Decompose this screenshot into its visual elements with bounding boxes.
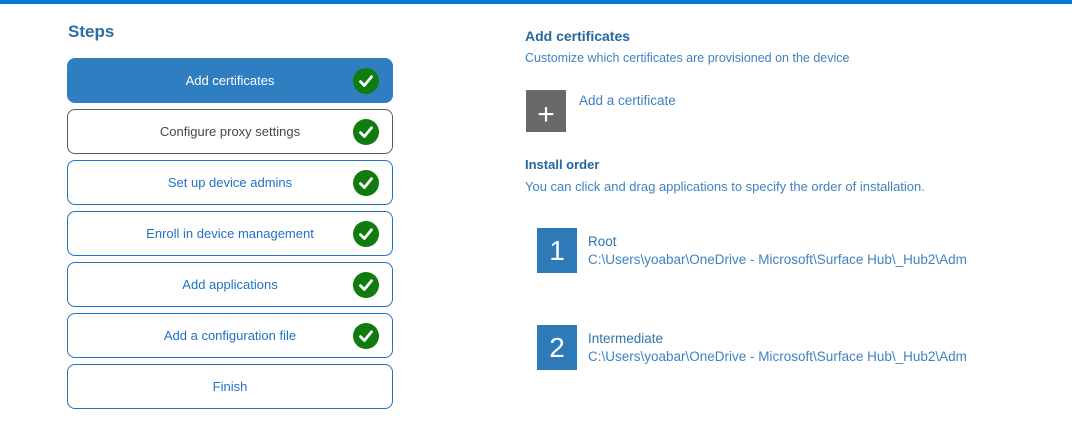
step-label: Add applications [182,277,278,292]
completed-check-icon [353,67,379,94]
step-enroll-in-device-management[interactable]: Enroll in device management [67,211,393,256]
step-label: Configure proxy settings [159,124,301,139]
section-title: Add certificates [525,28,631,44]
step-set-up-device-admins[interactable]: Set up device admins [67,160,393,205]
step-add-certificates[interactable]: Add certificates [67,58,393,103]
add-certificate-label: Add a certificate [579,93,676,108]
order-number-badge: 2 [537,325,577,370]
steps-list: Add certificates Configure proxy setting… [67,58,393,415]
top-accent-bar [0,0,1072,4]
step-label: Add certificates [185,73,275,88]
install-order-item-root[interactable]: 1 Root C:\Users\yoabar\OneDrive - Micros… [537,228,967,273]
completed-check-icon [353,322,379,349]
cert-name: Root [588,233,617,249]
install-order-item-intermediate[interactable]: 2 Intermediate C:\Users\yoabar\OneDrive … [537,325,967,370]
plus-glyph: + [537,98,555,131]
plus-icon[interactable]: + [526,90,566,132]
step-label: Set up device admins [167,175,293,190]
step-label: Enroll in device management [146,226,314,241]
cert-path: C:\Users\yoabar\OneDrive - Microsoft\Sur… [588,251,967,267]
step-configure-proxy-settings[interactable]: Configure proxy settings [67,109,393,154]
completed-check-icon [353,169,379,196]
step-add-applications[interactable]: Add applications [67,262,393,307]
completed-check-icon [353,118,379,145]
steps-heading: Steps [68,22,115,41]
step-add-a-configuration-file[interactable]: Add a configuration file [67,313,393,358]
order-number-badge: 1 [537,228,577,273]
step-finish[interactable]: Finish [67,364,393,409]
step-label: Finish [212,379,248,394]
install-order-description: You can click and drag applications to s… [525,179,925,194]
install-order-heading: Install order [525,157,600,172]
cert-path: C:\Users\yoabar\OneDrive - Microsoft\Sur… [588,348,967,364]
cert-item-text: Root C:\Users\yoabar\OneDrive - Microsof… [588,233,967,269]
cert-name: Intermediate [588,330,664,346]
cert-item-text: Intermediate C:\Users\yoabar\OneDrive - … [588,330,967,366]
step-label: Add a configuration file [163,328,297,343]
completed-check-icon [353,271,379,298]
add-certificate-button[interactable]: + Add a certificate [526,90,676,132]
section-subtitle: Customize which certificates are provisi… [525,51,850,65]
completed-check-icon [353,220,379,247]
